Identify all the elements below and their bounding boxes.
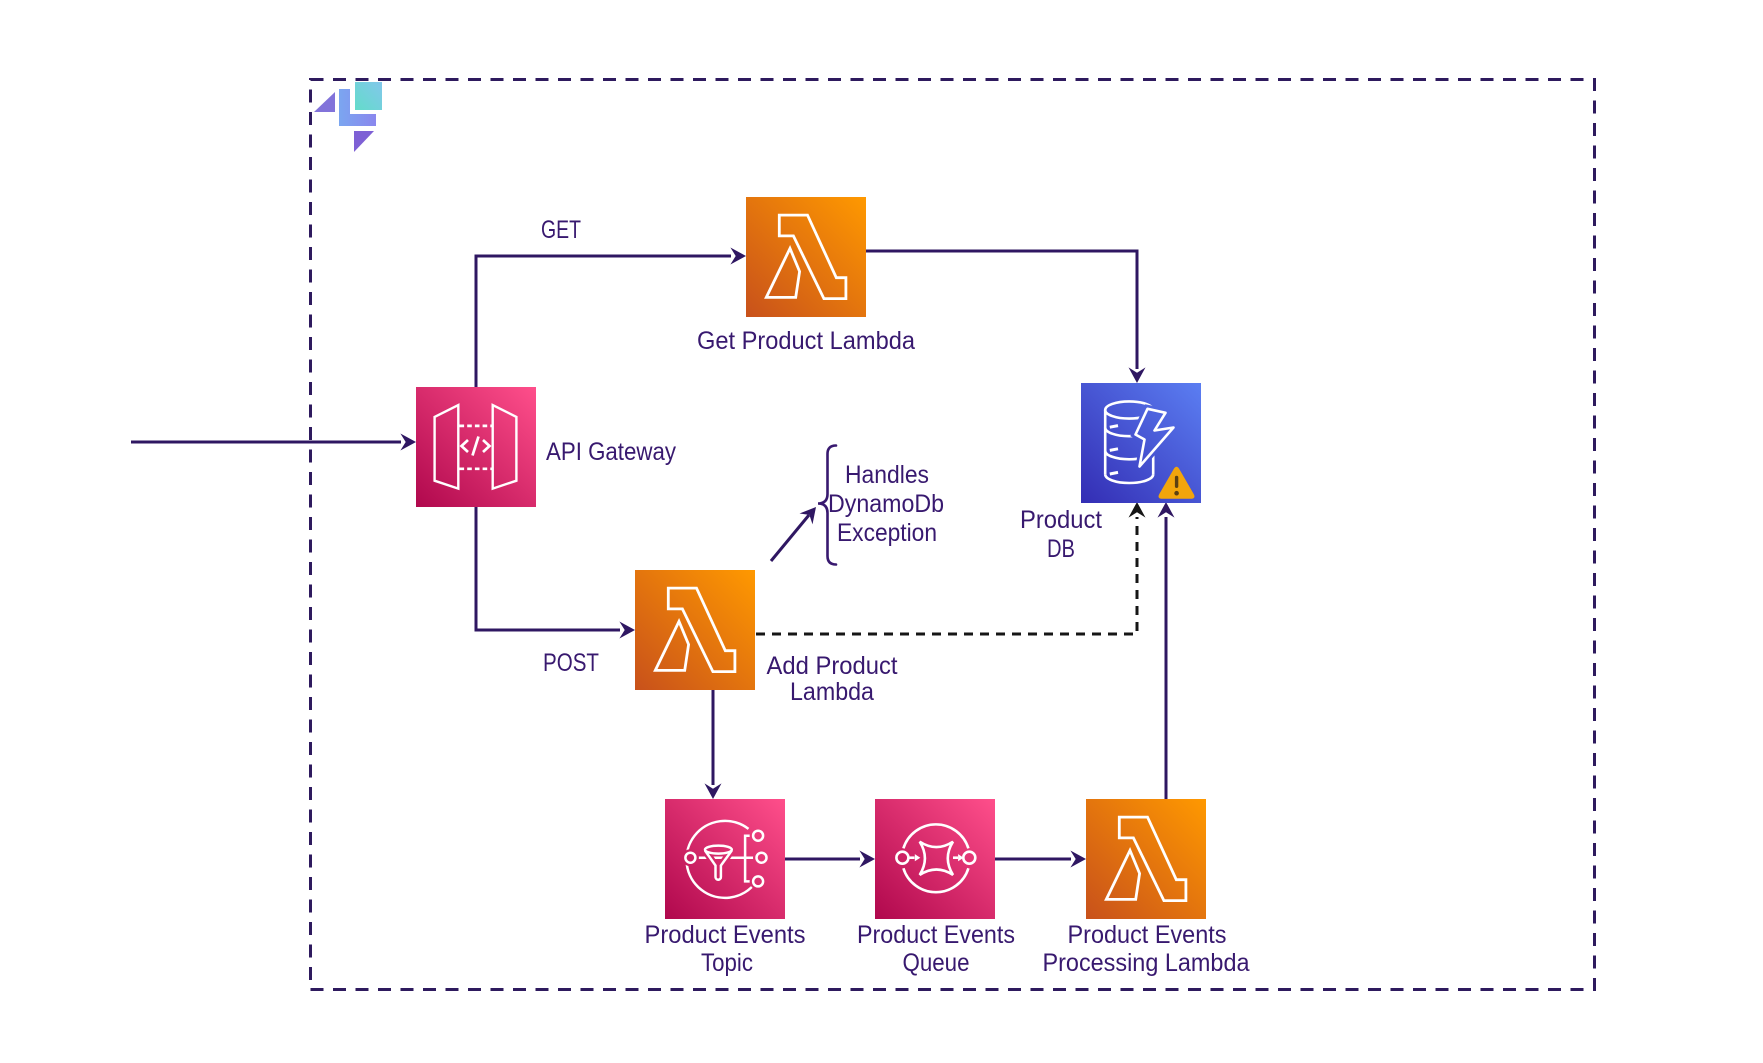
svg-text:Product: Product bbox=[1020, 506, 1102, 534]
svg-text:Exception: Exception bbox=[837, 519, 937, 547]
svg-text:Product Events: Product Events bbox=[857, 921, 1015, 949]
svg-text:Topic: Topic bbox=[701, 949, 753, 977]
svg-text:Product Events: Product Events bbox=[645, 921, 806, 949]
svg-text:GET: GET bbox=[541, 216, 581, 244]
svg-text:Add Product: Add Product bbox=[767, 652, 898, 680]
svg-text:Queue: Queue bbox=[903, 949, 970, 977]
svg-text:Handles: Handles bbox=[845, 461, 929, 489]
svg-text:POST: POST bbox=[543, 649, 599, 677]
svg-text:Get Product Lambda: Get Product Lambda bbox=[697, 327, 915, 355]
svg-text:Lambda: Lambda bbox=[790, 678, 874, 706]
svg-text:API Gateway: API Gateway bbox=[546, 438, 676, 466]
svg-text:Processing Lambda: Processing Lambda bbox=[1043, 949, 1250, 977]
svg-text:DB: DB bbox=[1047, 535, 1075, 563]
svg-text:Product Events: Product Events bbox=[1068, 921, 1227, 949]
svg-text:DynamoDb: DynamoDb bbox=[828, 490, 944, 518]
